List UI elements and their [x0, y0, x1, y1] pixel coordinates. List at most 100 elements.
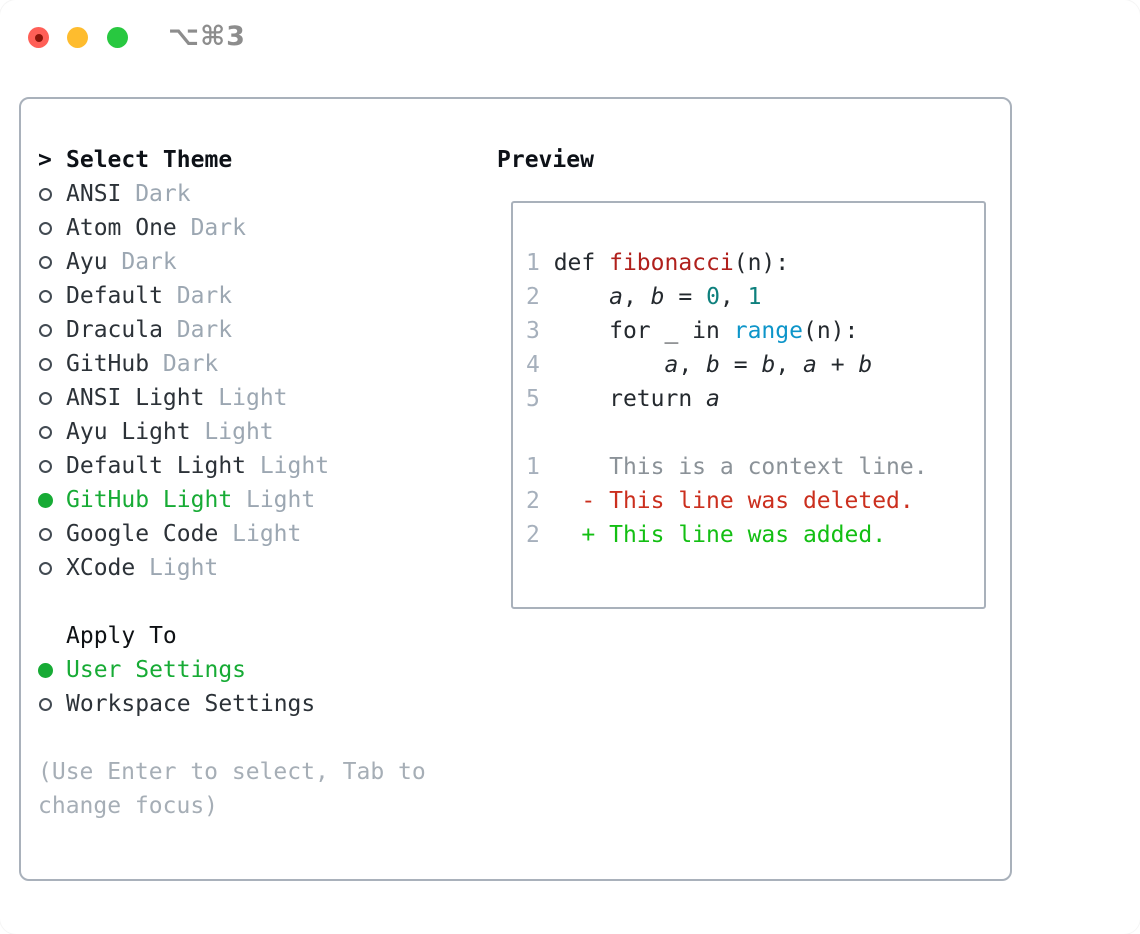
code-segment: a	[706, 386, 720, 412]
diff-text: - This line was deleted.	[539, 488, 914, 514]
radio-icon	[39, 221, 52, 235]
radio-icon	[39, 323, 52, 337]
code-segment: 1	[747, 284, 762, 310]
option-label: Ayu	[66, 249, 108, 275]
radio-selected-icon	[38, 662, 53, 678]
code-segment: =	[664, 284, 707, 310]
option-tag: Dark	[162, 351, 219, 377]
radio-icon	[39, 459, 52, 473]
code-segment: =	[719, 352, 762, 378]
radio-icon	[39, 561, 52, 575]
code-segment: fibonacci	[609, 250, 734, 276]
zoom-button[interactable]	[107, 27, 128, 48]
spacer	[38, 721, 468, 755]
option-label: User Settings	[66, 657, 247, 683]
code-segment: b	[650, 284, 665, 310]
option-tag: Dark	[176, 283, 233, 309]
minimize-button[interactable]	[67, 27, 88, 48]
code-line: 3 for _ in range(n):	[526, 314, 928, 348]
code-segment: ,	[678, 352, 707, 378]
prompt-icon: >	[38, 147, 52, 173]
line-number: 3	[526, 318, 554, 344]
titlebar: ⌥⌘3	[0, 0, 1140, 70]
diff-text: This is a context line.	[539, 454, 928, 480]
diff-line: 1 This is a context line.	[526, 450, 928, 484]
theme-option[interactable]: Default Dark	[38, 279, 468, 313]
option-label: Workspace Settings	[66, 691, 316, 717]
window-title: ⌥⌘3	[168, 21, 246, 52]
theme-option[interactable]: Ayu Dark	[38, 245, 468, 279]
line-number: 2	[526, 522, 540, 548]
code-segment: ,	[719, 284, 748, 310]
radio-icon	[39, 289, 52, 303]
theme-option[interactable]: GitHub Light Light	[38, 483, 468, 517]
apply-to-option[interactable]: User Settings	[38, 653, 468, 687]
line-number: 2	[526, 488, 540, 514]
code-segment: (n):	[733, 250, 790, 276]
option-tag: Light	[149, 555, 219, 581]
option-label: Atom One	[66, 215, 177, 241]
code-segment: a	[664, 352, 679, 378]
option-tag: Light	[259, 453, 330, 479]
code-line: 5 return a	[526, 382, 928, 416]
code-segment: b	[858, 352, 873, 378]
code-preview: 1 def fibonacci(n): 2 a, b = 0, 1 3 for _ …	[526, 246, 928, 552]
radio-icon	[39, 425, 52, 439]
option-tag: Light	[245, 487, 316, 513]
code-segment: b	[761, 352, 776, 378]
code-segment: def	[553, 250, 610, 276]
radio-icon	[39, 187, 52, 201]
diff-line: 2 + This line was added.	[526, 518, 928, 552]
line-number: 1	[526, 250, 554, 276]
select-theme-heading: > Select Theme	[38, 143, 468, 177]
code-segment	[554, 352, 665, 378]
code-block: 1 def fibonacci(n): 2 a, b = 0, 1 3 for _ …	[526, 246, 928, 416]
option-label: ANSI	[66, 181, 122, 207]
code-segment: return	[553, 386, 707, 412]
preview-box: 1 def fibonacci(n): 2 a, b = 0, 1 3 for _ …	[511, 201, 986, 609]
radio-icon	[39, 391, 52, 405]
option-label: GitHub	[66, 351, 150, 377]
theme-option[interactable]: GitHub Dark	[38, 347, 468, 381]
option-tag: Light	[204, 419, 274, 445]
apply-to-option[interactable]: Workspace Settings	[38, 687, 468, 721]
option-tag: Dark	[121, 249, 177, 275]
apply-to-heading: Apply To	[38, 619, 468, 653]
option-label: Default Light	[66, 453, 247, 479]
code-segment: range	[733, 318, 803, 344]
option-label: GitHub Light	[66, 487, 233, 513]
code-segment: b	[706, 352, 720, 378]
code-segment: a	[803, 352, 817, 378]
diff-line: 2 - This line was deleted.	[526, 484, 928, 518]
code-segment: a	[609, 284, 623, 310]
option-label: Default	[66, 283, 163, 309]
code-segment: 0	[706, 284, 720, 310]
line-number: 4	[526, 352, 554, 378]
theme-option[interactable]: Default Light Light	[38, 449, 468, 483]
code-segment: +	[816, 352, 859, 378]
line-number: 5	[526, 386, 554, 412]
code-line: 1 def fibonacci(n):	[526, 246, 928, 280]
code-segment: ,	[622, 284, 651, 310]
spacer	[38, 585, 468, 619]
line-number: 2	[526, 284, 554, 310]
radio-icon	[39, 527, 52, 541]
close-button[interactable]	[28, 27, 49, 48]
radio-icon	[39, 697, 52, 711]
radio-icon	[39, 255, 52, 269]
option-label: Dracula	[66, 317, 163, 343]
code-segment: for _ in	[553, 318, 734, 344]
option-tag: Light	[232, 521, 302, 547]
option-tag: Light	[218, 385, 288, 411]
